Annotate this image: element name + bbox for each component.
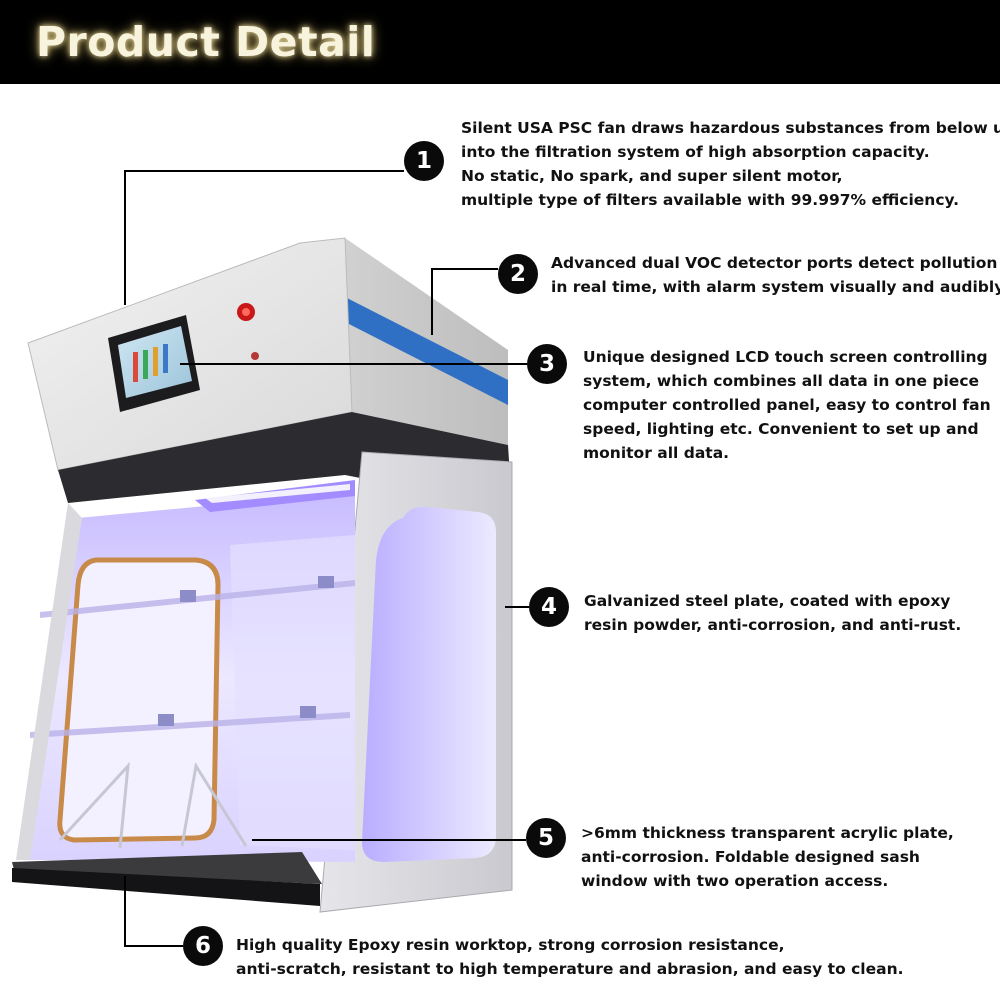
callout-line: speed, lighting etc. Convenient to set u… [583,420,979,438]
sash-support [58,761,130,849]
callout-line: multiple type of filters available with … [461,191,960,209]
lcd-bar [133,352,138,382]
uv-light-glow [205,484,350,503]
callout-badge-1: 1 [404,141,444,181]
callout-line: window with two operation access. [581,872,889,890]
callout-line: resin powder, anti-corrosion, and anti-r… [584,616,962,634]
callout-line: Advanced dual VOC detector ports detect … [551,254,998,272]
hinge [300,706,316,718]
callout-line: system, which combines all data in one p… [583,372,980,390]
callout-text-3: Unique designed LCD touch screen control… [583,345,991,465]
back-wall [230,535,355,850]
hinge [180,590,196,602]
callout-line: anti-corrosion. Foldable designed sash [581,848,920,866]
side-window [362,506,496,862]
lcd-bar [153,347,158,376]
callout-text-6: High quality Epoxy resin worktop, strong… [236,933,904,981]
callout-badge-2: 2 [498,254,538,294]
callout-line: Unique designed LCD touch screen control… [583,348,988,366]
callout-badge-6: 6 [183,926,223,966]
hinge [158,714,174,726]
callout-line: High quality Epoxy resin worktop, strong… [236,936,785,954]
callout-line: Galvanized steel plate, coated with epox… [584,592,951,610]
worktop-surface [12,852,322,884]
fume-hood-illustration [12,170,529,947]
leader-line-6 [124,876,183,947]
acrylic-sash [57,557,221,843]
lcd-bar [143,350,148,379]
alarm-light-highlight [242,308,250,316]
glass-shelf [40,580,355,618]
callout-text-4: Galvanized steel plate, coated with epox… [584,589,961,637]
callout-line: >6mm thickness transparent acrylic plate… [581,824,954,842]
sash-support [180,761,248,847]
detector-port [251,352,259,360]
front-frame [16,503,82,860]
page-title: Product Detail [36,18,376,66]
callout-line: Silent USA PSC fan draws hazardous subst… [461,119,1000,137]
hinge [318,576,334,588]
callout-line: No static, No spark, and super silent mo… [461,167,843,185]
callout-line: anti-scratch, resistant to high temperat… [236,960,904,978]
header-bar: Product Detail [0,0,1000,84]
lcd-bar [163,344,168,373]
callout-line: into the filtration system of high absor… [461,143,930,161]
callout-badge-4: 4 [529,587,569,627]
glass-shelf [30,712,350,738]
callout-text-5: >6mm thickness transparent acrylic plate… [581,821,954,893]
callout-text-2: Advanced dual VOC detector ports detect … [551,251,1000,299]
callout-line: monitor all data. [583,444,730,462]
worktop-edge [12,868,320,906]
leader-line-2 [431,268,498,335]
callout-badge-5: 5 [526,818,566,858]
callout-line: in real time, with alarm system visually… [551,278,1000,296]
callout-line: computer controlled panel, easy to contr… [583,396,991,414]
accent-stripe [345,297,508,405]
callout-text-1: Silent USA PSC fan draws hazardous subst… [461,116,1000,212]
leader-line-1 [124,170,404,305]
callout-badge-3: 3 [527,344,567,384]
